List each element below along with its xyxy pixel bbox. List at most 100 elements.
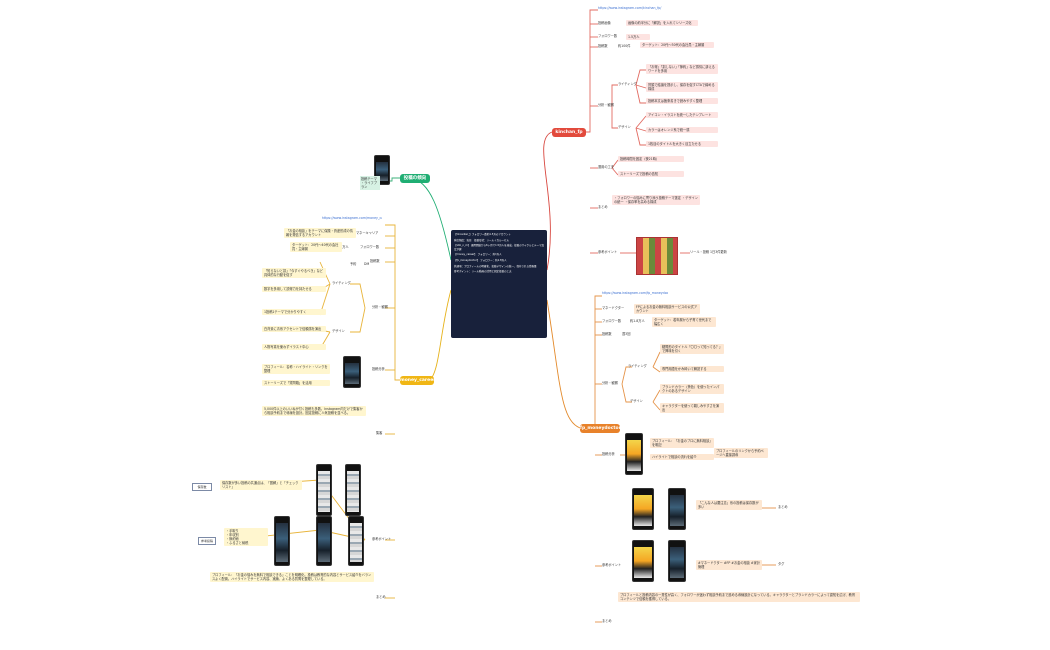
money-summary-text: プロフィール：「お金の悩みを無料で相談できる」ことを明確化。投稿は教育的な内容と… bbox=[210, 572, 374, 582]
fp-row-label: マネードクター bbox=[602, 306, 625, 310]
money-summary-label: まとめ bbox=[376, 595, 386, 599]
fp-profile-item: プロフィール：「お金のプロに無料相談」を明記 bbox=[650, 438, 714, 448]
kinchan-row-text: 1.5万人 bbox=[626, 34, 650, 40]
fp-row-text: 週3回 bbox=[622, 332, 631, 336]
hub-fp-moneydoctor[interactable]: fp_moneydoctor bbox=[580, 424, 621, 433]
center-line: 【Oncenter_】フォロワー数約1.5万のアカウント bbox=[454, 233, 511, 236]
fp-url-link[interactable]: https://www.instagram.com/fp_moneydoctor… bbox=[602, 291, 668, 295]
center-line: 参考ポイント：リール動画の活用と固定投稿の工夫 bbox=[454, 270, 512, 274]
kinchan-row-text: ターゲット：20代〜30代の会社員・主婦層 bbox=[640, 42, 714, 48]
kinchan-ref-note: 1日3件更新 bbox=[710, 250, 727, 254]
center-summary-node[interactable]: 【Oncenter_】フォロワー数約1.5万のアカウント 発信頻度：毎日 投稿形… bbox=[451, 230, 547, 338]
center-line: 共通項：プロフィールの明確化、投稿デザインの統一、保存される情報量 bbox=[454, 264, 537, 268]
screenshot-thumbnail bbox=[345, 464, 361, 516]
money-side-item: ・手取り bbox=[226, 529, 239, 533]
screenshot-thumbnail bbox=[274, 516, 290, 566]
kinchan-row-text: 約100件 bbox=[618, 44, 631, 48]
kinchan-url-link[interactable]: https://www.instagram.com/kinchan_fp/ bbox=[598, 6, 662, 10]
fp-writing-label: ライティング bbox=[628, 364, 647, 368]
kinchan-ref-note: リール・投稿 bbox=[690, 250, 710, 254]
kinchan-ref-label: 参考ポイント bbox=[598, 250, 618, 254]
center-line: 【money_career】 フォロワー：約1万人 bbox=[454, 253, 502, 257]
kinchan-design-item: アイコン・イラストを統一したテンプレート bbox=[646, 112, 718, 118]
fp-ref-item: #マネードクター #FP #お金の相談 #家計管理 bbox=[696, 560, 762, 570]
fp-row-label: 投稿数 bbox=[602, 332, 612, 336]
kinchan-ops-item: 投稿時間を固定（夜21時） bbox=[618, 156, 684, 162]
money-row-text: 「お金の相談」をテーマに保険・資産形成の情報を発信するアカウント bbox=[284, 228, 356, 238]
fp-writing-item: 専門用語をかみ砕いて解説する bbox=[660, 366, 724, 372]
kinchan-writing-item: 投稿本文は箇条書きで読みやすく整理 bbox=[646, 98, 718, 104]
screenshot-thumbnail bbox=[348, 516, 364, 566]
money-writing-item: 数字を多用して説得力を持たせる bbox=[262, 286, 326, 292]
money-side-tag[interactable]: 参考投稿 bbox=[198, 537, 216, 545]
hub-left-top[interactable]: 投稿の傾向 bbox=[400, 174, 430, 183]
kinchan-summary-text: ・フォロワーの悩みに寄り添う投稿テーマ選定 ・デザインの統一 ・保存率を高める構… bbox=[612, 195, 700, 205]
center-line: 発信頻度：毎日 投稿形式：リール＋カルーセル bbox=[454, 238, 510, 242]
left-top-item: 投稿テーマ bbox=[361, 177, 377, 181]
kinchan-writing-item: 冒頭で結論を提示し、保存を促すCTAで締める構成 bbox=[646, 82, 718, 92]
screenshot-thumbnail bbox=[316, 464, 332, 516]
hub-kinchan-fp[interactable]: kinchan_fp bbox=[552, 128, 586, 137]
fp-row-label: フォロワー数 bbox=[602, 319, 622, 323]
fp-ref-tag: まとめ bbox=[778, 505, 788, 509]
fp-profile-side: プロフィールのリンクから予約ページへ直接誘導 bbox=[714, 448, 768, 458]
kinchan-row-label: 投稿画像 bbox=[598, 21, 611, 25]
screenshot-thumbnail bbox=[625, 433, 643, 475]
reference-thumbnail-grid bbox=[636, 237, 678, 275]
center-line: 【fp_moneydoctor】 フォロワー：約1.8万人 bbox=[454, 258, 507, 262]
fp-summary-text: プロフィールと投稿内容の一貫性が高く、フォロワーが迷わず相談予約まで進める導線設… bbox=[618, 592, 860, 602]
money-url-link[interactable]: https://www.instagram.com/money_career/ bbox=[322, 216, 382, 220]
money-analysis-label: 分析・観察 bbox=[372, 305, 388, 309]
money-row-label: DM bbox=[364, 262, 370, 266]
money-row-label: フォロワー数 bbox=[360, 245, 380, 249]
money-writing-item: 1投稿1テーマで分かりやすく bbox=[262, 309, 326, 315]
money-ref-label: 参考ポイント bbox=[372, 537, 392, 541]
money-story-text: 5,000件以上のいいねが付く投稿も多数。Instagram内だけで集客から相談… bbox=[262, 406, 366, 416]
fp-ref-tag: タグ bbox=[778, 562, 785, 566]
kinchan-row-label: フォロワー数 bbox=[598, 34, 618, 38]
money-design-item: 人物写真を使わずイラスト中心 bbox=[262, 344, 326, 350]
money-side-item: ・年収別 bbox=[226, 533, 239, 537]
screenshot-thumbnail bbox=[632, 488, 654, 530]
kinchan-design-label: デザイン bbox=[618, 125, 631, 129]
screenshot-thumbnail bbox=[316, 516, 332, 566]
money-writing-label: ライティング bbox=[332, 281, 351, 285]
money-design-label: デザイン bbox=[332, 329, 345, 333]
money-profile-item: ストーリーズで「質問箱」を活用 bbox=[262, 380, 330, 386]
kinchan-design-item: 1枚目のタイトルを大きく目立たせる bbox=[646, 141, 718, 147]
fp-design-item: キャラクターを使って親しみやすさを演出 bbox=[660, 403, 724, 413]
money-row-label: 投稿数 bbox=[370, 259, 380, 263]
money-profile-label: 投稿分析 bbox=[372, 367, 385, 371]
money-row-label: マネーキャリア bbox=[356, 231, 379, 235]
hub-money-career[interactable]: money_career bbox=[400, 376, 436, 385]
kinchan-analysis-label: 分析・観察 bbox=[598, 103, 614, 107]
kinchan-ops-item: ストーリーズで投稿の告知 bbox=[618, 171, 684, 177]
fp-design-label: デザイン bbox=[630, 399, 643, 403]
fp-profile-label: 投稿分析 bbox=[602, 452, 615, 456]
money-story-label: 集客 bbox=[376, 431, 383, 435]
kinchan-ops-label: 運用の工夫 bbox=[598, 165, 614, 169]
center-line: 【stm_n_m】 運用開始から6ヶ月で1.5万人を達成。投稿のサイクルとテーマ… bbox=[454, 244, 544, 251]
kinchan-row-label: 投稿数 bbox=[598, 44, 608, 48]
money-side-tag[interactable]: 保存数 bbox=[192, 483, 212, 491]
money-side-item: ・ふるさと納税 bbox=[226, 541, 249, 545]
left-top-note: 投稿テーマ ・ライフプラン bbox=[360, 176, 380, 190]
screenshot-thumbnail bbox=[668, 488, 686, 530]
fp-profile-item: ハイライトで相談の流れを紹介 bbox=[650, 454, 714, 460]
fp-writing-item: 疑問形のタイトル「〇〇って知ってる？」で興味を引く bbox=[660, 344, 724, 354]
money-side-item: ・節約術 bbox=[226, 537, 239, 541]
money-row-text: 予約 bbox=[350, 262, 357, 266]
money-profile-item: プロフィール：名称・ハイライト・リンクを整理 bbox=[262, 364, 330, 374]
screenshot-thumbnail bbox=[632, 540, 654, 582]
fp-ref-item: 「こんな人は要注意」系の投稿は保存数が多い bbox=[696, 500, 762, 510]
money-row-text: ターゲット：20代〜40代の会社員・主婦層 bbox=[290, 242, 342, 252]
fp-ref-label: 参考ポイント bbox=[602, 563, 622, 567]
kinchan-writing-item: 「お得」「損しない」「節約」など感情に訴えるワードを多用 bbox=[646, 64, 718, 74]
money-side-list: ・手取り ・年収別 ・節約術 ・ふるさと納税 bbox=[224, 528, 268, 546]
screenshot-thumbnail bbox=[343, 356, 361, 388]
money-row-text: 約1万人 bbox=[337, 245, 349, 249]
fp-row-text: ターゲット：若年層から子育て世代まで幅広く bbox=[652, 317, 716, 327]
money-side-text: 保存数が多い投稿の共通点は、「図解」と「チェックリスト」 bbox=[220, 480, 302, 490]
left-top-item: ・ライフプラン bbox=[361, 181, 377, 189]
